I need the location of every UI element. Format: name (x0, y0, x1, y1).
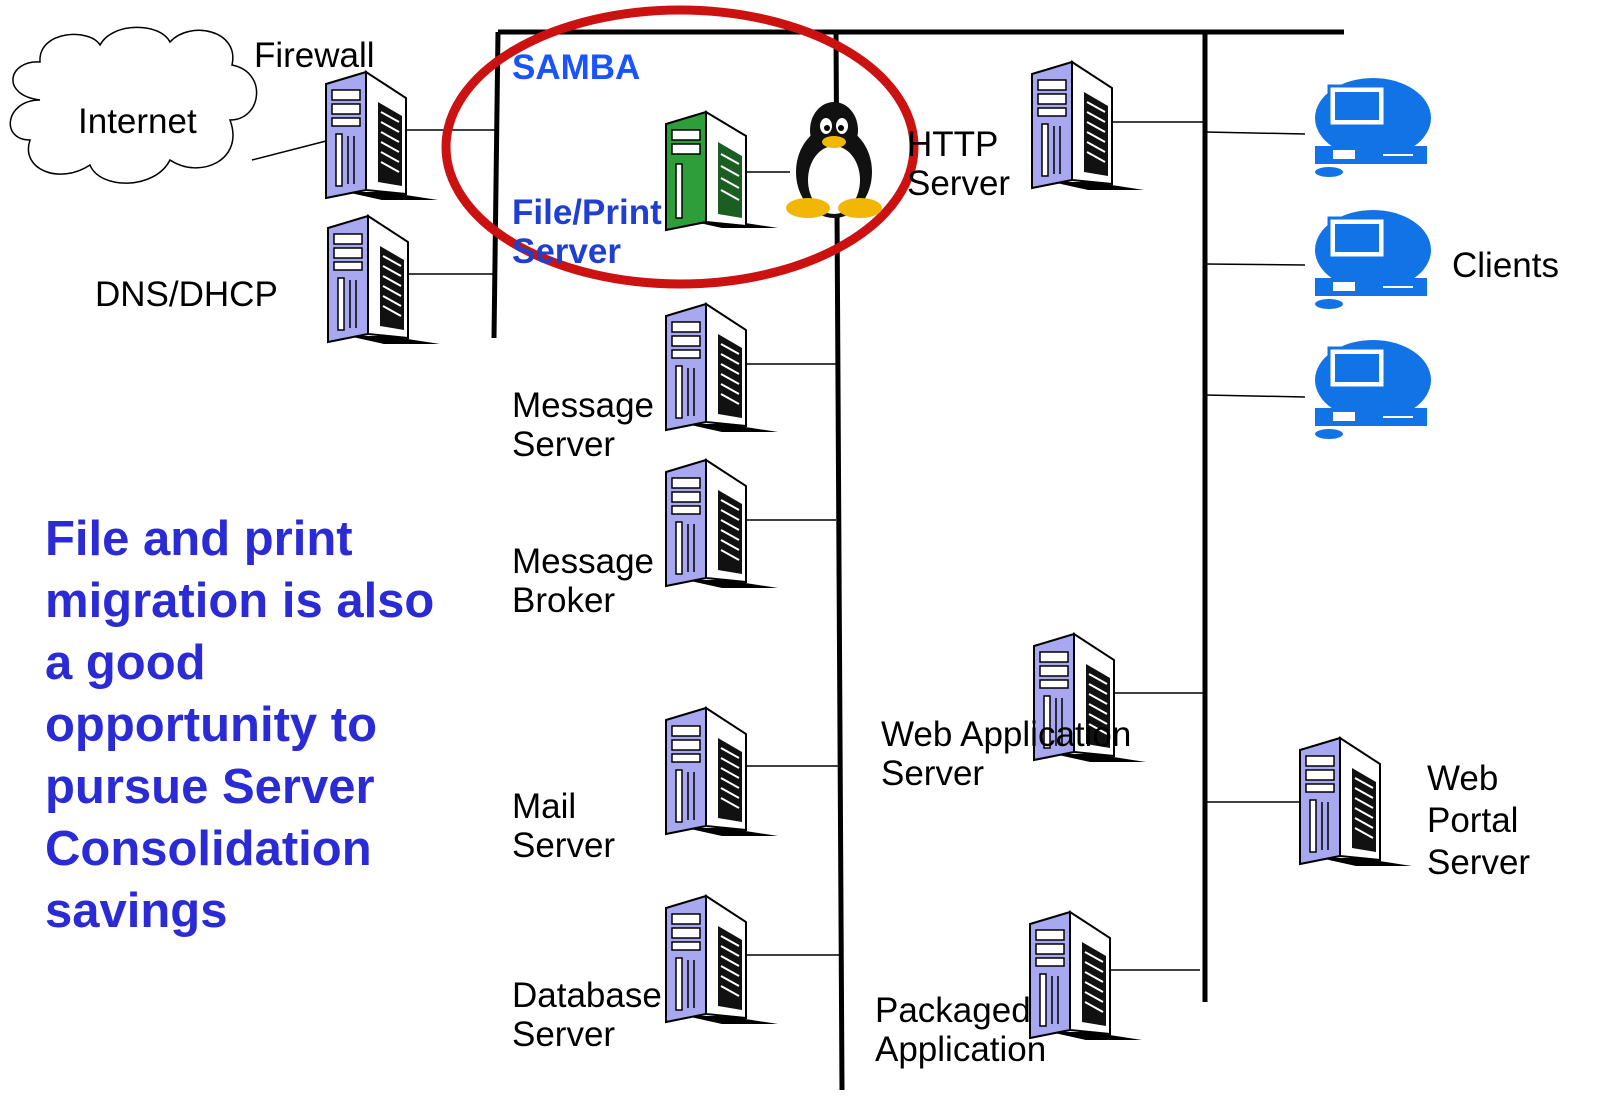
packaged-application-server-icon (1029, 911, 1143, 1041)
http-server-label: HTTP Server (907, 125, 1011, 203)
web-portal-server-label: Web Portal Server (1427, 759, 1531, 882)
firewall-server-icon (325, 71, 439, 201)
web-application-server-label: Web Application Server (881, 715, 1132, 793)
database-server-label: Database Server (512, 976, 662, 1054)
message-server-label: Message Server (512, 386, 655, 464)
highlight-ellipse (441, 5, 919, 289)
web-portal-server-icon (1299, 737, 1413, 867)
client-computer-2-icon (1313, 208, 1433, 311)
dns-dhcp-server-icon (327, 215, 441, 345)
cloud-icon (9, 26, 258, 184)
file-print-server-label: File/Print Server (512, 193, 662, 271)
message-broker-server-icon (665, 459, 779, 589)
green-server-icon (665, 110, 778, 232)
tux-penguin-icon (786, 102, 882, 218)
database-server-icon (665, 895, 779, 1025)
samba-label: SAMBA (512, 48, 641, 87)
internet-label: Internet (78, 102, 197, 141)
firewall-label: Firewall (254, 36, 375, 75)
client-computer-1-icon (1313, 76, 1433, 179)
mail-server-icon (665, 707, 779, 837)
connection-lines (251, 121, 1306, 971)
message-broker-label: Message Broker (512, 542, 655, 620)
packaged-application-label: Packaged Application (875, 991, 1047, 1069)
client-computer-3-icon (1313, 338, 1433, 441)
callout-text: File and print migration is also a good … (45, 512, 435, 938)
clients-label: Clients (1452, 246, 1559, 285)
dns-dhcp-label: DNS/DHCP (95, 275, 278, 314)
message-server-icon (665, 303, 779, 433)
http-server-icon (1031, 61, 1145, 191)
mail-server-label: Mail Server (512, 787, 616, 865)
